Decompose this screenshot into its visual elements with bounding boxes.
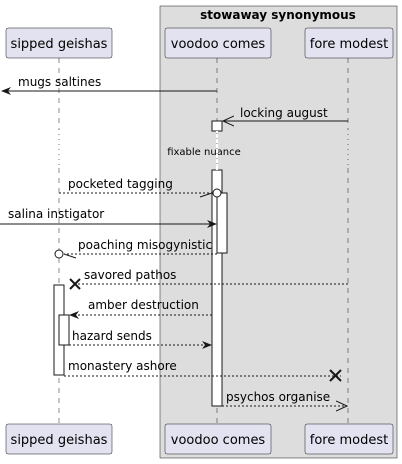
message-mugs-saltines: mugs saltines bbox=[1, 75, 217, 95]
svg-text:sipped geishas: sipped geishas bbox=[11, 37, 108, 52]
participant-fore-modest-bottom: fore modest bbox=[304, 423, 394, 455]
svg-text:hazard sends: hazard sends bbox=[72, 329, 152, 343]
box-title: stowaway synonymous bbox=[200, 8, 356, 22]
activation-voodoo-2 bbox=[216, 192, 228, 254]
svg-text:fore modest: fore modest bbox=[310, 37, 388, 52]
message-locking-august: locking august bbox=[223, 106, 348, 121]
message-hazard-sends: hazard sends bbox=[69, 329, 212, 349]
svg-text:psychos organise: psychos organise bbox=[226, 390, 330, 404]
svg-text:poaching misogynistic: poaching misogynistic bbox=[78, 238, 212, 252]
delay-label: fixable nuance bbox=[167, 147, 241, 158]
message-savored-pathos: savored pathos bbox=[69, 268, 348, 290]
svg-text:fore modest: fore modest bbox=[310, 433, 388, 448]
participant-sipped-geishas-top: sipped geishas bbox=[5, 27, 113, 59]
svg-text:savored pathos: savored pathos bbox=[84, 268, 176, 282]
message-amber-destruction: amber destruction bbox=[69, 298, 212, 319]
message-poaching-misogynistic: poaching misogynistic bbox=[54, 238, 217, 259]
svg-text:voodoo comes: voodoo comes bbox=[171, 37, 266, 52]
participant-voodoo-comes-bottom: voodoo comes bbox=[164, 423, 272, 455]
svg-text:sipped geishas: sipped geishas bbox=[11, 433, 108, 448]
svg-text:mugs saltines: mugs saltines bbox=[18, 75, 101, 89]
svg-text:locking august: locking august bbox=[240, 106, 328, 120]
participant-box bbox=[159, 5, 398, 459]
participant-voodoo-comes-top: voodoo comes bbox=[164, 27, 272, 59]
participant-fore-modest-top: fore modest bbox=[304, 27, 394, 59]
message-psychos-organise: psychos organise bbox=[222, 390, 347, 406]
svg-text:amber destruction: amber destruction bbox=[88, 298, 199, 312]
message-monastery-ashore: monastery ashore bbox=[64, 359, 342, 382]
activation-voodoo-1 bbox=[211, 120, 223, 132]
svg-text:pocketed tagging: pocketed tagging bbox=[68, 177, 173, 191]
participant-sipped-geishas-bottom: sipped geishas bbox=[5, 423, 113, 455]
message-salina-instigator: salina instigator bbox=[0, 207, 217, 228]
svg-text:voodoo comes: voodoo comes bbox=[171, 433, 266, 448]
message-pocketed-tagging: pocketed tagging bbox=[59, 177, 222, 198]
activation-geishas-2 bbox=[58, 314, 70, 346]
svg-text:monastery ashore: monastery ashore bbox=[68, 359, 177, 373]
svg-text:salina instigator: salina instigator bbox=[8, 207, 104, 221]
